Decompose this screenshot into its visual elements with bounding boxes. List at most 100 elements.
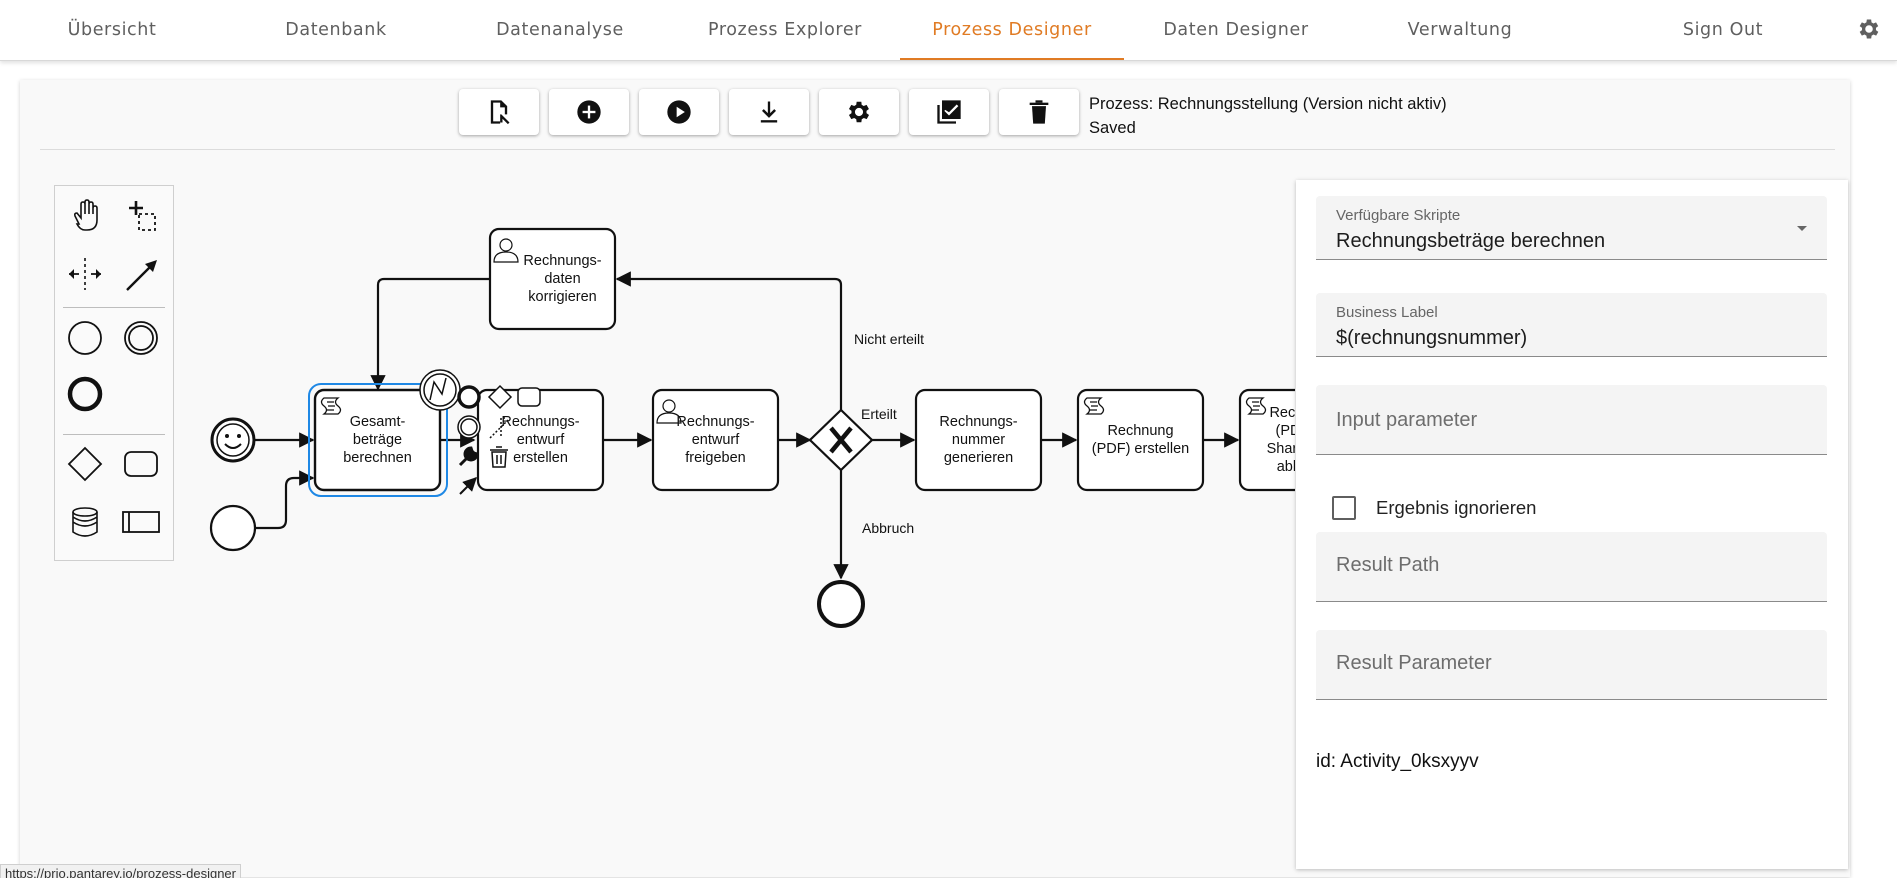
edge-label-abbruch: Abbruch (862, 520, 915, 536)
nav-tab-daten-designer[interactable]: Daten Designer (1163, 20, 1309, 40)
trash-icon[interactable] (490, 446, 508, 468)
input-parameter-placeholder: Input parameter (1336, 409, 1478, 431)
status-url: https://prio.pantarey.io/prozess-designe… (0, 864, 241, 878)
bpmn-canvas[interactable]: Gesamt- beträge berechnen Rechnungs- dat… (0, 0, 1295, 877)
task-icon[interactable] (119, 442, 163, 486)
palette-separator (63, 434, 165, 435)
task-text: Rechnung (PDF) in SharePoint ablegen (1266, 405, 1295, 475)
sequence-flows (250, 271, 1240, 580)
task-pdf[interactable] (1076, 388, 1205, 492)
task-label-entwurf-erstellen: Rechnungs- entwurf erstellen (478, 390, 603, 490)
result-parameter-field[interactable]: Result Parameter (1316, 630, 1827, 700)
append-intermediate-event-icon[interactable] (419, 369, 461, 411)
result-path-placeholder: Result Path (1336, 554, 1440, 576)
task-text: Rechnungs- daten korrigieren (523, 253, 602, 305)
task-label-korrigieren: Rechnungs- daten korrigieren (500, 229, 625, 329)
nav-tab-verwaltung[interactable]: Verwaltung (1407, 20, 1513, 40)
business-label-field[interactable]: Business Label $(rechnungsnummer) (1316, 293, 1827, 357)
edge-label-nicht-erteilt: Nicht erteilt (854, 331, 925, 347)
business-label-label: Business Label (1336, 304, 1438, 321)
text-annotation-icon[interactable] (489, 417, 509, 439)
task-text: Rechnung (PDF) erstellen (1091, 423, 1190, 457)
append-gateway-icon[interactable] (487, 384, 513, 410)
append-intermediate-icon[interactable] (457, 415, 481, 439)
nav-tab-uebersicht[interactable]: Übersicht (67, 20, 157, 40)
sign-out-button[interactable]: Sign Out (1682, 20, 1764, 40)
task-nummer[interactable] (914, 388, 1043, 492)
task-freigeben[interactable] (651, 388, 780, 492)
task-korrigieren[interactable] (488, 227, 617, 331)
selection-outline (308, 383, 448, 497)
toolbar-divider (40, 149, 1835, 150)
ignore-result-row: Ergebnis ignorieren (1332, 493, 1536, 523)
pool-icon[interactable] (119, 500, 163, 544)
process-title: Prozess: Rechnungsstellung (Version nich… (1089, 95, 1447, 113)
script-task-icon (1083, 397, 1105, 415)
gear-icon (848, 101, 870, 123)
nav-tab-prozess-explorer[interactable]: Prozess Explorer (708, 20, 862, 40)
add-circle-icon (577, 100, 601, 124)
palette-separator (63, 307, 165, 308)
download-icon (760, 101, 778, 123)
start-event-message[interactable] (210, 417, 256, 463)
add-process-button[interactable] (549, 89, 629, 135)
input-parameter-field[interactable]: Input parameter (1316, 385, 1827, 455)
task-gesamtbetraege[interactable] (313, 388, 442, 492)
append-end-event-icon[interactable] (457, 385, 481, 409)
space-tool-icon[interactable] (63, 252, 107, 296)
trash-icon (1029, 100, 1049, 124)
flow-gateway-to-korrigieren (615, 271, 843, 410)
edge-label-erteilt: Erteilt (861, 406, 897, 422)
task-sharepoint[interactable] (1238, 388, 1295, 492)
script-select[interactable]: Verfügbare Skripte Rechnungsbeträge bere… (1316, 196, 1827, 260)
end-event-icon[interactable] (63, 372, 107, 416)
task-label-sharepoint: Rechnung (PDF) in SharePoint ablegen (1240, 390, 1295, 490)
script-task-icon (320, 397, 342, 415)
deploy-check-button[interactable] (909, 89, 989, 135)
connect-arrow-icon[interactable] (459, 477, 477, 495)
user-task-icon (493, 238, 519, 263)
result-path-field[interactable]: Result Path (1316, 532, 1827, 602)
nav-tab-datenbank[interactable]: Datenbank (285, 20, 387, 40)
task-label-nummer: Rechnungs- nummer generieren (916, 390, 1041, 490)
task-entwurf-erstellen[interactable] (476, 388, 605, 492)
task-text: Rechnungs- entwurf freigeben (676, 414, 755, 466)
settings-gear-icon[interactable] (1856, 16, 1882, 42)
nav-tab-datenanalyse[interactable]: Datenanalyse (496, 20, 624, 40)
end-event[interactable] (817, 580, 865, 628)
script-task-icon (1245, 397, 1267, 415)
task-text: Gesamt- beträge berechnen (343, 414, 412, 466)
data-store-icon[interactable] (63, 500, 107, 544)
exclusive-gateway[interactable] (808, 408, 874, 472)
process-settings-button[interactable] (819, 89, 899, 135)
open-file-button[interactable] (459, 89, 539, 135)
user-task-icon (656, 399, 682, 424)
hand-tool-icon[interactable] (63, 194, 107, 238)
download-button[interactable] (729, 89, 809, 135)
chevron-down-icon (1797, 226, 1807, 231)
task-text: Rechnungs- entwurf erstellen (501, 414, 580, 466)
open-file-icon (490, 100, 510, 125)
wrench-icon[interactable] (458, 446, 479, 467)
start-event-icon[interactable] (63, 316, 107, 360)
properties-panel: Verfügbare Skripte Rechnungsbeträge bere… (1296, 180, 1848, 869)
gateway-icon[interactable] (63, 442, 107, 486)
nav-tab-prozess-designer[interactable]: Prozess Designer (900, 0, 1124, 60)
ignore-result-label: Ergebnis ignorieren (1376, 497, 1537, 518)
flow-korrigieren-to-gesamt (370, 277, 490, 391)
process-info: Prozess: Rechnungsstellung (Version nich… (1089, 92, 1447, 140)
start-event-none[interactable] (209, 504, 257, 552)
tool-palette (54, 185, 174, 561)
lasso-tool-icon[interactable] (119, 194, 163, 238)
connect-tool-icon[interactable] (119, 252, 163, 296)
ignore-result-checkbox[interactable] (1332, 496, 1356, 520)
top-navigation: Übersicht Datenbank Datenanalyse Prozess… (0, 0, 1897, 61)
element-id: id: Activity_0ksxyyv (1316, 751, 1479, 772)
intermediate-event-icon[interactable] (119, 316, 163, 360)
delete-button[interactable] (999, 89, 1079, 135)
append-task-icon[interactable] (517, 387, 541, 407)
checklist-icon (937, 100, 961, 124)
context-pad (419, 369, 541, 495)
run-process-button[interactable] (639, 89, 719, 135)
script-select-label: Verfügbare Skripte (1336, 207, 1461, 224)
